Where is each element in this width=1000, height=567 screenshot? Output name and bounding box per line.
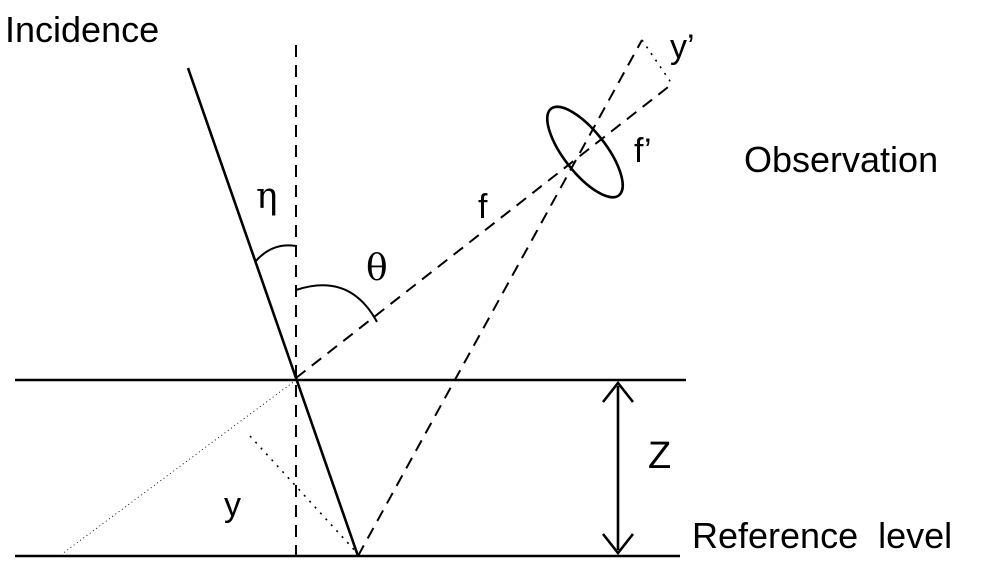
projection-dotted-line (249, 435, 359, 555)
eta-label: η (256, 176, 278, 217)
observation-ray-f (295, 83, 673, 379)
z-label: Z (648, 435, 671, 477)
incidence-label: Incidence (5, 9, 159, 50)
theta-label: θ (366, 248, 388, 289)
refracted-ray (294, 377, 360, 557)
image-plane-dotted-line (641, 39, 673, 85)
theta-angle-arc (295, 284, 378, 323)
incidence-ray (186, 67, 298, 379)
depth-z-arrow-head-bottom (601, 533, 635, 556)
f-label: f (478, 188, 488, 226)
observation-label: Observation (744, 139, 938, 180)
eta-angle-arc (254, 244, 297, 263)
reference-level-label: Reference level (692, 515, 952, 556)
observation-ray-reference (357, 39, 643, 557)
y-label: y (224, 486, 241, 524)
f-prime-label: f’ (634, 132, 652, 170)
virtual-ray-dotted-line (61, 379, 297, 555)
y-prime-label: y’ (670, 28, 695, 66)
lens-ellipse (546, 105, 624, 199)
depth-z-arrow-head-top (601, 380, 635, 403)
